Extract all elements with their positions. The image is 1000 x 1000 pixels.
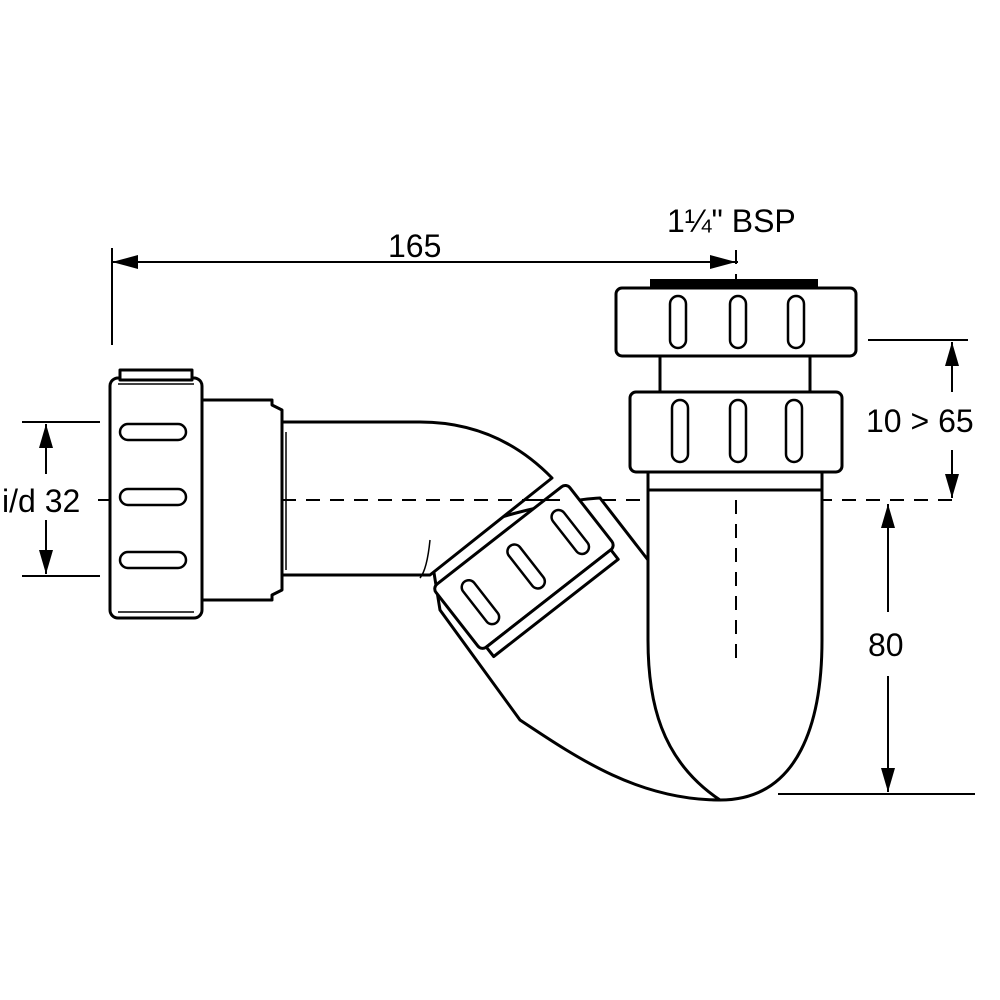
lower-nut-slot-1 [670, 398, 690, 464]
arrowhead-adjust-up [945, 342, 959, 366]
upper-nut-slot-3 [786, 294, 806, 350]
dimension-10-65: 10 > 65 [866, 339, 974, 498]
left-nut-slot-3 [118, 550, 188, 570]
inner-diameter-label: i/d 32 [2, 483, 80, 519]
diagonal-nut-slot-2 [506, 543, 547, 590]
left-nut-cap [118, 368, 194, 382]
inlet-pipe [280, 420, 554, 577]
vertical-pipe-neck [658, 350, 812, 398]
top-thread-cap [650, 279, 818, 289]
arrowhead-adjust-down [945, 474, 959, 498]
arrowhead-left [112, 255, 138, 269]
diagonal-compression-nut [433, 483, 620, 659]
upper-nut-slot-2 [728, 294, 748, 350]
arrowhead-80-down [881, 768, 895, 792]
dimension-165: 165 [111, 228, 738, 345]
left-nut-slot-1 [118, 422, 188, 442]
left-nut-slot-2 [118, 487, 188, 507]
diagonal-nut-slot-1 [460, 578, 501, 626]
dimension-80: 80 [778, 504, 975, 795]
dimension-165-label: 165 [388, 228, 441, 264]
lower-nut-slot-3 [784, 398, 804, 464]
arrowhead-80-up [881, 504, 895, 528]
lower-nut-slot-2 [728, 398, 748, 464]
dimension-id32: i/d 32 [2, 421, 100, 577]
diagonal-nut-slot-3 [550, 508, 591, 556]
inlet-pipe-seam [419, 539, 431, 579]
upper-nut-slot-1 [668, 294, 688, 350]
trap-body [108, 279, 858, 802]
arrowhead-up [39, 424, 53, 448]
arrowhead-right [710, 255, 736, 269]
adjustment-range-label: 10 > 65 [866, 403, 974, 439]
thread-size-label: 1¼" BSP [667, 203, 796, 239]
inlet-collar [196, 398, 284, 602]
seal-depth-label: 80 [868, 627, 904, 663]
arrowhead-down [39, 550, 53, 574]
diagonal-nut-ring [484, 548, 620, 659]
